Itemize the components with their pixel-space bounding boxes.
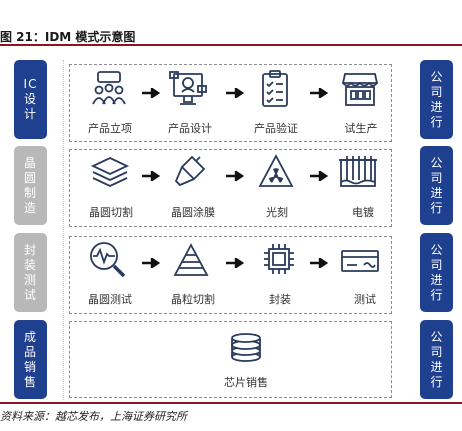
row-3-right-header: 公 司 进 行 [420, 233, 453, 312]
step-label: 电镀 [352, 206, 374, 219]
storefront-icon [342, 73, 378, 106]
arrow-right-icon [226, 258, 244, 268]
top-rule [0, 44, 462, 46]
arrow-right-icon [142, 258, 160, 268]
step-label: 测试 [354, 293, 376, 306]
row-1-right-header: 公 司 进 行 [420, 60, 453, 139]
arrow-right-icon [310, 88, 328, 98]
coin-stack-icon [231, 333, 261, 362]
row-4-stage [69, 321, 392, 398]
paint-brush-icon [174, 155, 206, 187]
step-label: 芯片销售 [224, 376, 268, 389]
arrow-right-icon [310, 171, 328, 181]
bottom-rule [0, 402, 462, 404]
figure-title: 图 21：IDM 模式示意图 [0, 30, 136, 44]
row-4-left-header: 成 品 销 售 [14, 320, 47, 399]
step-label: 光刻 [266, 206, 288, 219]
row-1-stage [69, 64, 392, 142]
step-label: 晶圆测试 [88, 293, 132, 306]
computer-design-icon [169, 71, 207, 105]
step-label: 产品验证 [254, 122, 298, 135]
arrow-right-icon [310, 258, 328, 268]
arrow-right-icon [142, 171, 160, 181]
step-label: 试生产 [344, 122, 378, 135]
left-divider [63, 60, 65, 400]
row-3-stage [69, 236, 392, 314]
step-label: 产品设计 [168, 122, 212, 135]
step-label: 产品立项 [88, 122, 132, 135]
row-3-left-header: 封 装 测 试 [14, 233, 47, 312]
waveform-magnifier-icon [90, 242, 126, 278]
pyramid-icon [173, 243, 209, 276]
arrow-right-icon [226, 171, 244, 181]
source-note: 资料来源：越芯发布，上海证券研究所 [0, 410, 187, 423]
layers-icon [90, 157, 130, 187]
row-4-right-header: 公 司 进 行 [420, 320, 453, 399]
row-2-right-header: 公 司 进 行 [420, 146, 453, 225]
plating-tank-icon [339, 156, 377, 187]
radiation-icon [258, 154, 294, 187]
row-2-left-header: 晶 圆 制 造 [14, 146, 47, 225]
arrow-right-icon [142, 88, 160, 98]
chip-icon [264, 244, 294, 274]
test-card-icon [341, 250, 379, 272]
clipboard-checklist-icon [262, 70, 288, 107]
step-label: 晶粒切割 [171, 293, 215, 306]
step-label: 封装 [269, 293, 291, 306]
row-1-left-header: IC 设 计 [14, 60, 47, 139]
step-label: 晶圆切割 [89, 206, 133, 219]
arrow-right-icon [226, 88, 244, 98]
step-label: 晶圆涂膜 [171, 206, 215, 219]
row-2-stage [69, 149, 392, 227]
people-icon [92, 71, 126, 105]
